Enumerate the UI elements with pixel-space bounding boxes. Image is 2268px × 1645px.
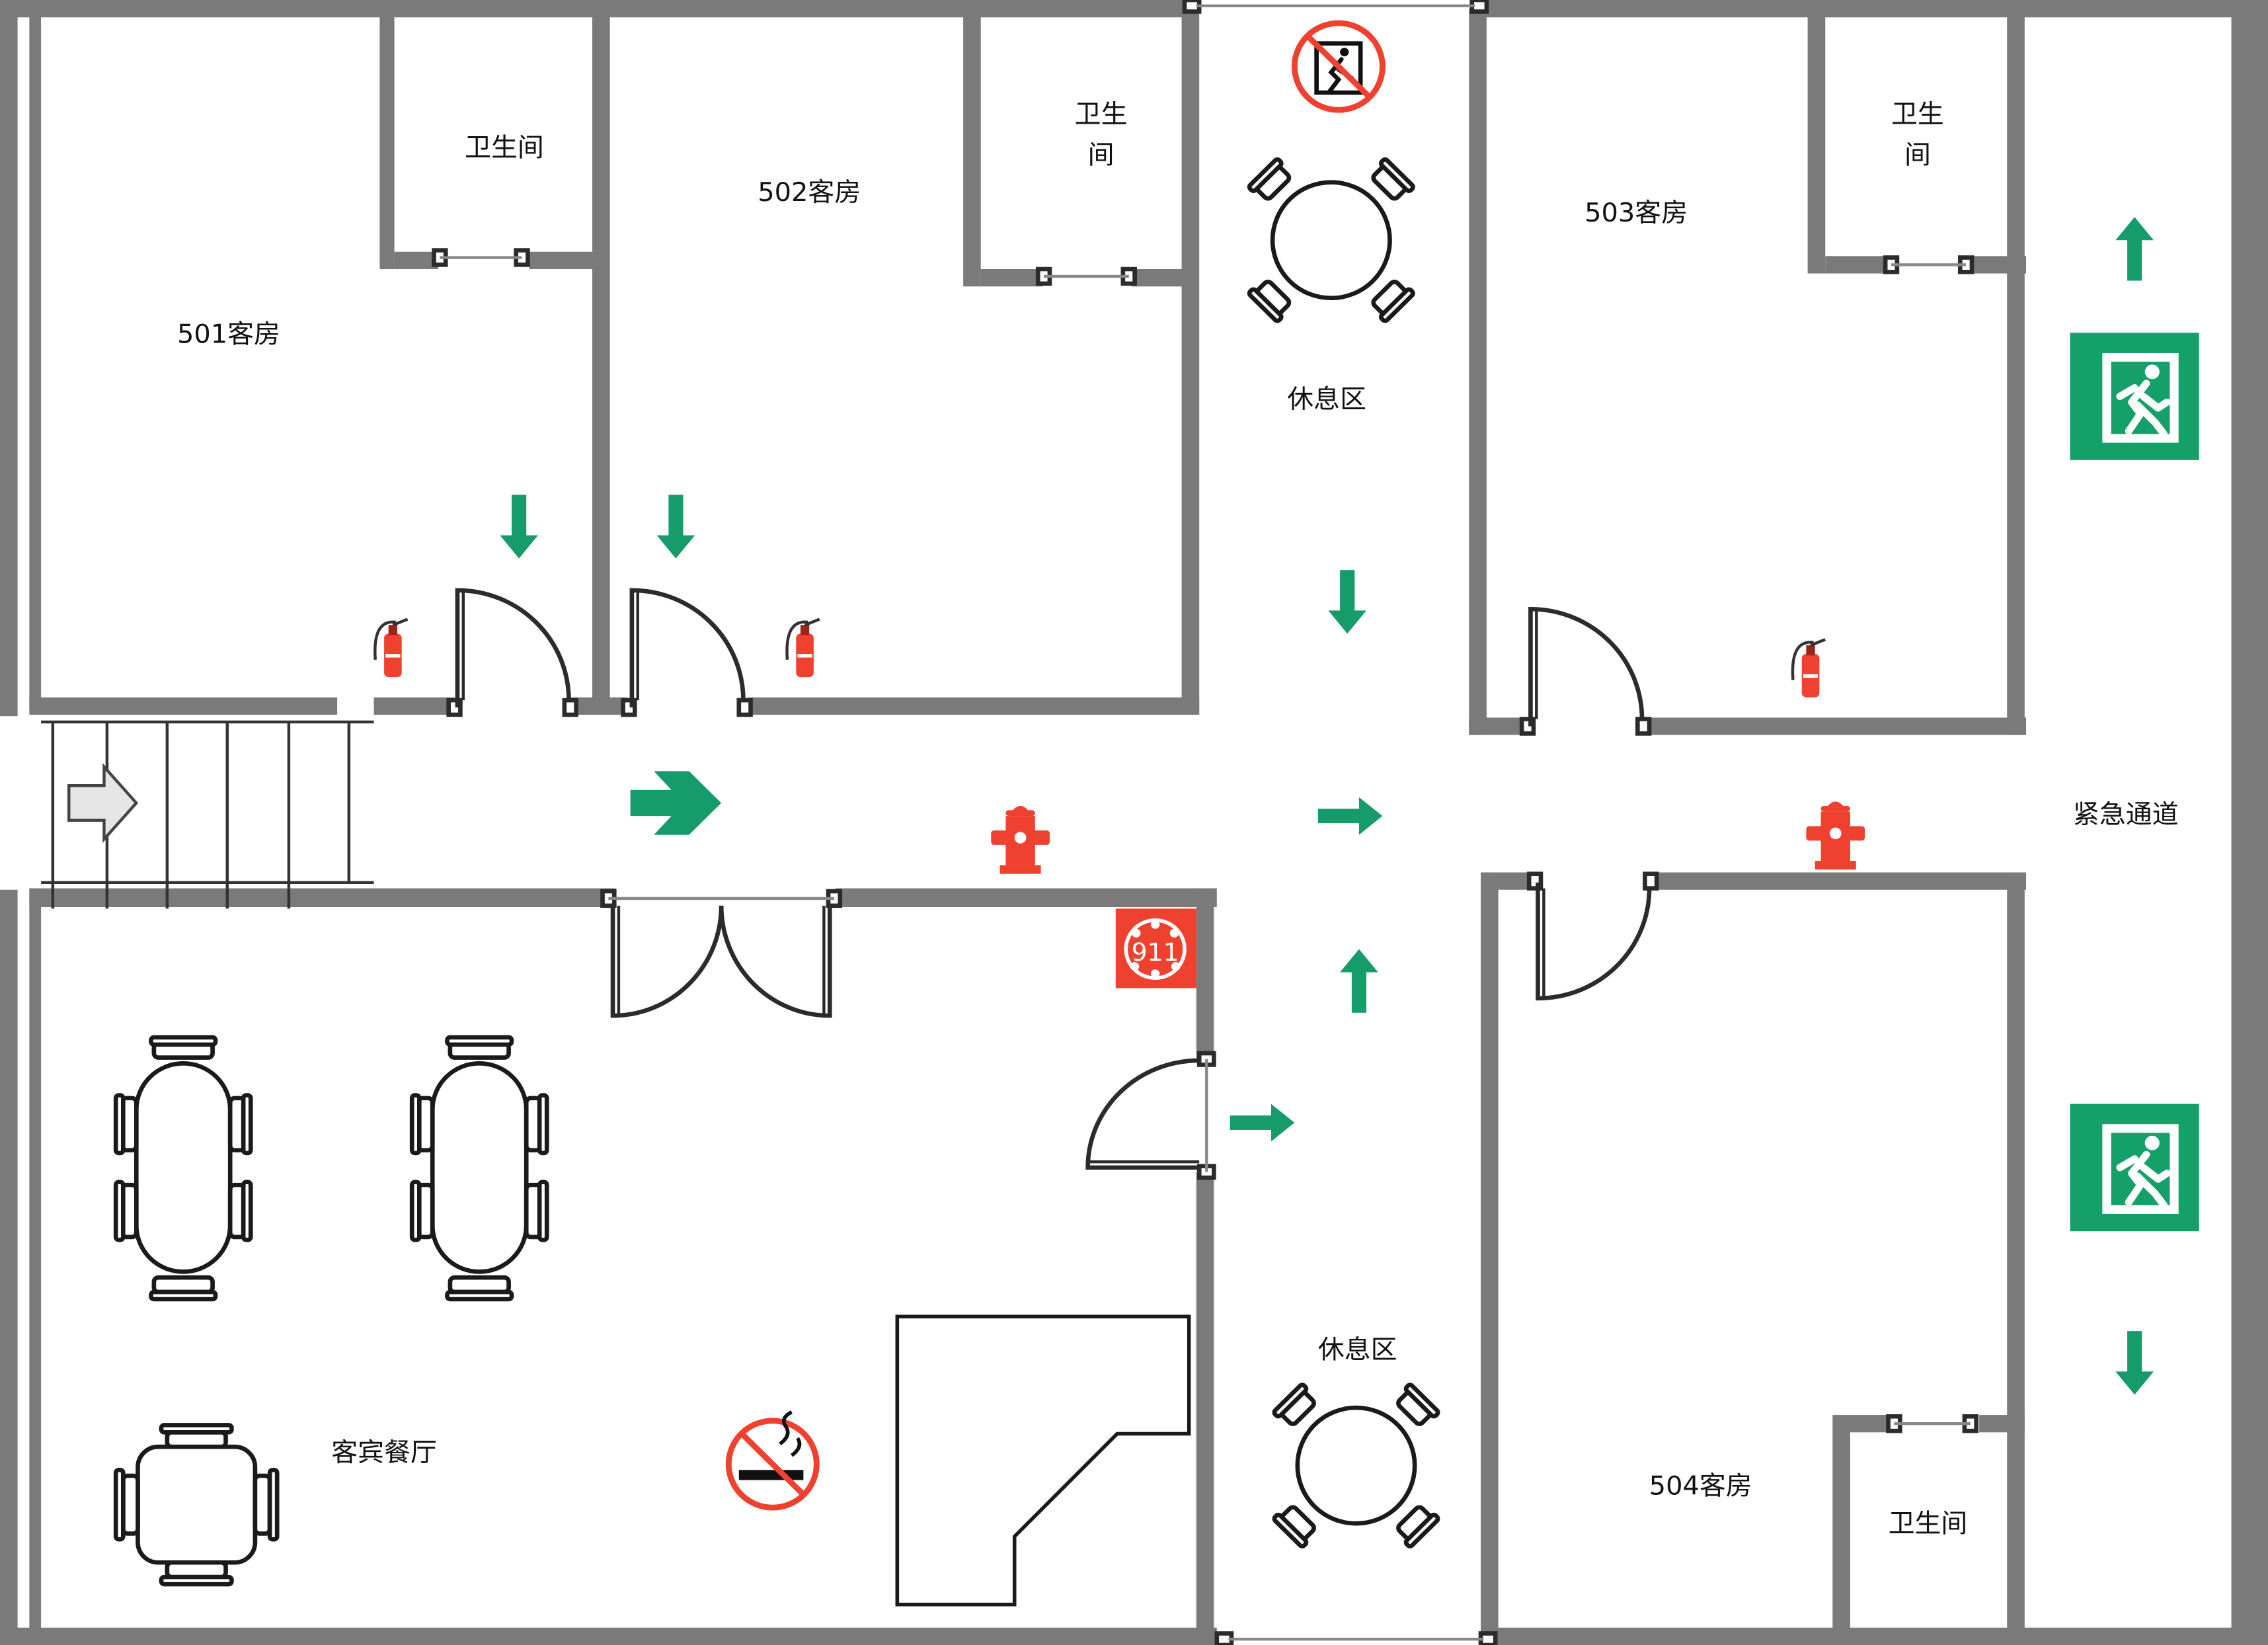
bathroom-503-label-line2: 间 xyxy=(1904,140,1931,171)
evacuation-arrows xyxy=(500,217,2154,1395)
fire-extinguisher-icon xyxy=(787,620,819,678)
bathroom-502-label-line2: 间 xyxy=(1088,140,1114,171)
arrow-up-icon xyxy=(1340,949,1378,1013)
arrow-down-icon xyxy=(656,495,695,559)
emergency-phone-icon: 911 xyxy=(1115,908,1196,988)
room-501-label: 501客房 xyxy=(177,319,280,350)
bathroom-503-label-line1: 卫生 xyxy=(1891,99,1944,130)
room-labels: 501客房 502客房 503客房 504客房 卫生间 卫生 间 卫生 间 卫生… xyxy=(177,99,2179,1539)
emergency-passage-label: 紧急通道 xyxy=(2073,799,2179,830)
dining-hall-label: 客宾餐厅 xyxy=(331,1437,437,1468)
stair-direction-arrow xyxy=(67,762,139,843)
fire-extinguisher-icon xyxy=(375,620,407,678)
arrow-down-icon xyxy=(1328,570,1367,634)
arrow-down-icon xyxy=(2115,1331,2154,1395)
fire-hydrant-icon xyxy=(991,805,1050,874)
bathroom-504-label: 卫生间 xyxy=(1889,1509,1968,1539)
fire-extinguisher-icon xyxy=(1793,639,1825,698)
emergency-phone-number: 911 xyxy=(1132,938,1179,967)
arrow-right-icon xyxy=(630,771,722,835)
dining-table-1 xyxy=(116,1037,251,1299)
doors xyxy=(432,0,1978,1645)
room-503-label: 503客房 xyxy=(1584,198,1688,228)
no-exit-icon xyxy=(1291,20,1386,113)
arrow-down-icon xyxy=(500,495,538,559)
emergency-exit-icon xyxy=(2070,333,2199,460)
service-counter xyxy=(895,1314,1191,1607)
lounge-north-label: 休息区 xyxy=(1287,384,1366,415)
lounge-south-label: 休息区 xyxy=(1318,1335,1397,1365)
dining-table-2 xyxy=(412,1037,547,1299)
fire-hydrant-icon xyxy=(1806,801,1865,870)
room-504-label: 504客房 xyxy=(1649,1471,1752,1502)
arrow-up-icon xyxy=(2115,217,2154,281)
staircase xyxy=(41,720,374,909)
bathroom-502-label-line1: 卫生 xyxy=(1075,99,1128,130)
room-502-label: 502客房 xyxy=(758,177,861,208)
dining-table-square xyxy=(113,1423,280,1587)
lounge-table-north xyxy=(1248,158,1414,322)
no-smoking-icon xyxy=(725,1410,820,1511)
arrow-right-icon xyxy=(1230,1103,1295,1142)
arrow-right-icon xyxy=(1317,797,1383,835)
emergency-exit-icon xyxy=(2070,1104,2199,1232)
bathroom-501-label: 卫生间 xyxy=(465,133,544,163)
lounge-table-south xyxy=(1273,1384,1439,1548)
